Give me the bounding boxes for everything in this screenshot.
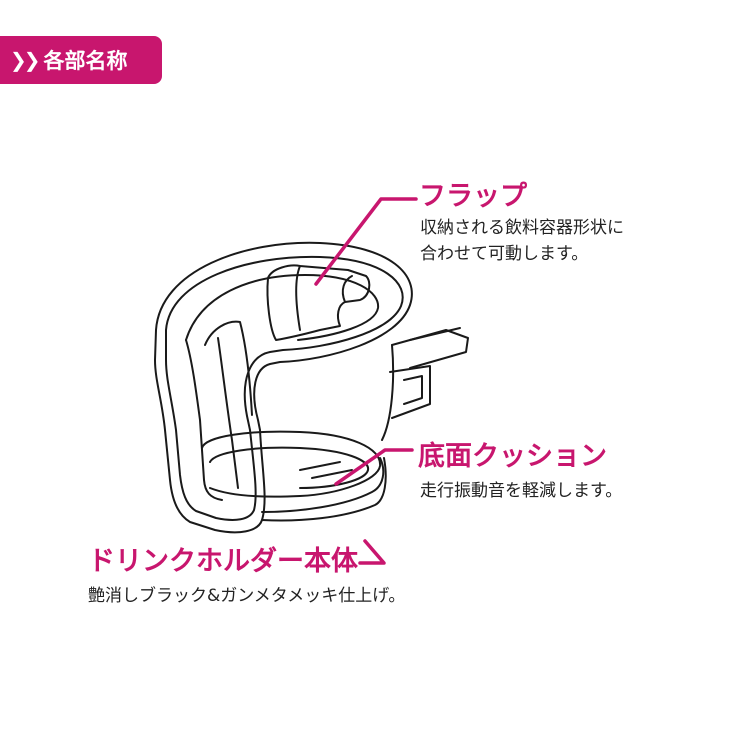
cushion-description: 走行振動音を軽減します。	[420, 481, 623, 501]
flap-leader-line	[314, 197, 418, 286]
drink-holder-body	[154, 241, 469, 534]
flap-description-line-1: 収納される飲料容器形状に	[420, 218, 624, 238]
body-description: 艶消しブラック&ガンメタメッキ仕上げ。	[88, 586, 406, 606]
cushion-leader-line	[334, 448, 414, 486]
chevron-double-right-icon: ❯❯	[10, 48, 40, 72]
section-title: 各部名称	[43, 49, 128, 73]
body-title: ドリンクホルダー本体	[88, 546, 358, 577]
flap-title: フラップ	[419, 181, 527, 212]
body-leader-line	[358, 539, 386, 565]
flap-description-line-2: 合わせて可動します。	[420, 244, 589, 264]
section-badge: ❯❯ 各部名称	[0, 36, 162, 84]
cushion-title: 底面クッション	[418, 441, 607, 472]
